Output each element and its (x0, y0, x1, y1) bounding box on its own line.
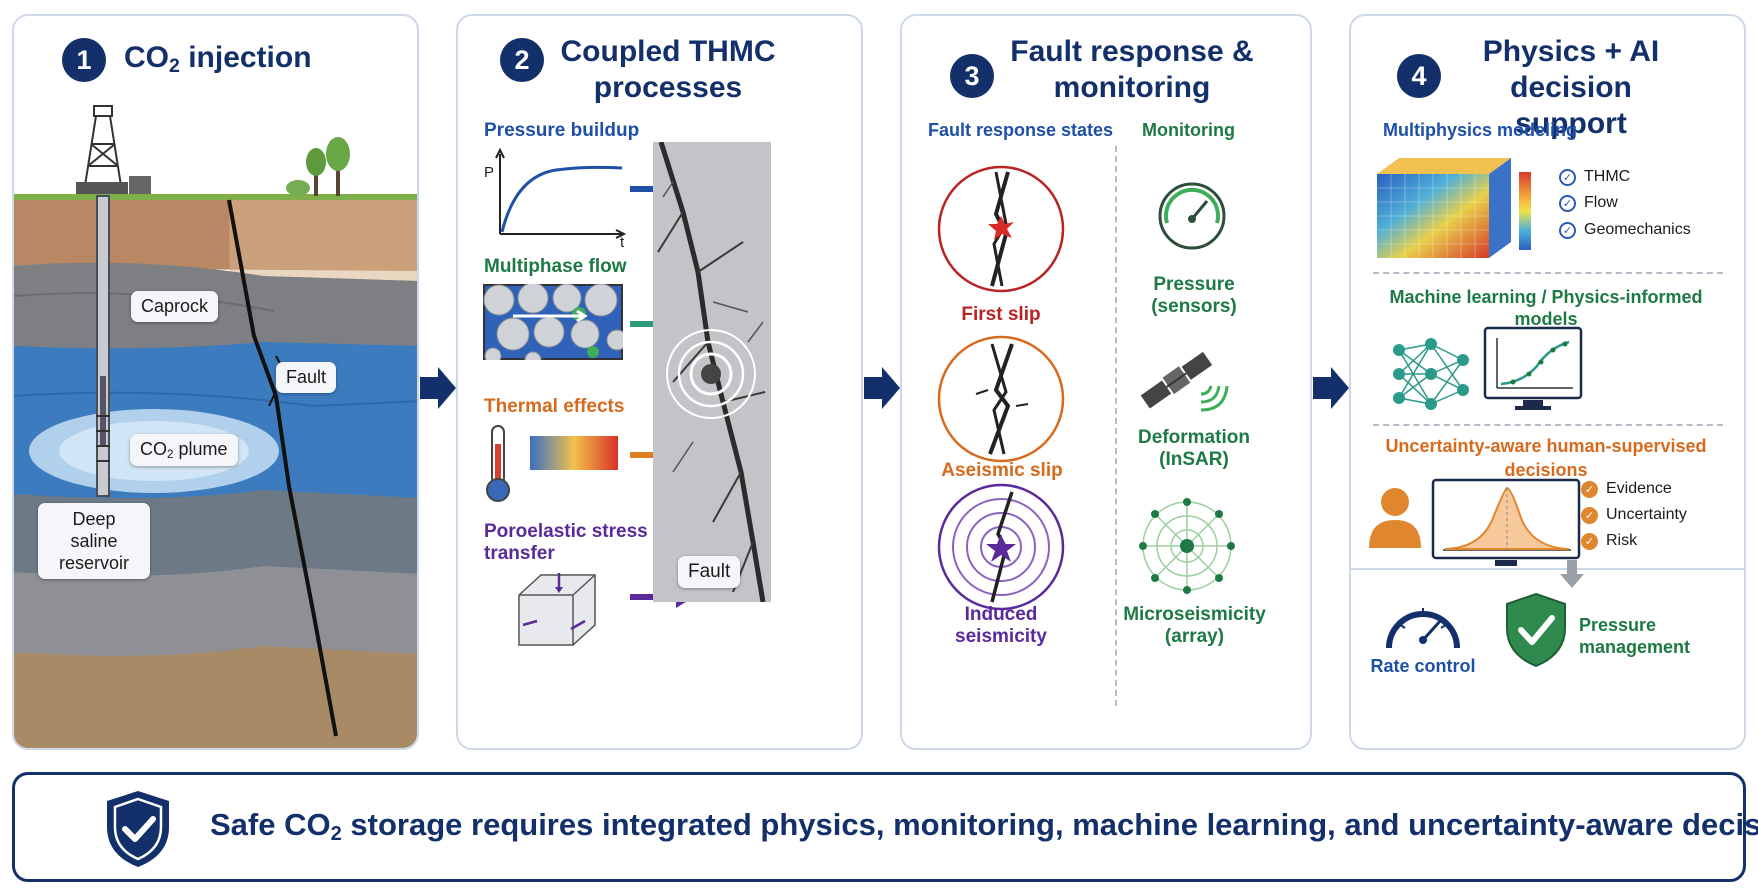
subsurface-cross-section (14, 96, 417, 748)
deformation-label: Deformation (InSAR) (1138, 427, 1250, 470)
check-icon: ✓ (1581, 506, 1598, 524)
panel-title: Fault response & monitoring (1010, 35, 1254, 104)
first-slip-icon (937, 165, 1065, 293)
shield-check-icon (107, 791, 169, 867)
step-number: 2 (500, 38, 544, 82)
aseismic-slip-icon (937, 335, 1065, 463)
multiphysics-label: Multiphysics modeling (1383, 120, 1578, 140)
down-arrow-icon (1560, 560, 1584, 588)
check-uncertainty: ✓Uncertainty (1581, 506, 1687, 524)
fault-states-header: Fault response states (928, 120, 1114, 140)
thermal-effects-label: Thermal effects (484, 396, 625, 417)
uncertainty-label: Uncertainty-aware human-supervised decis… (1385, 436, 1707, 480)
panel-co2-injection: 1 CO2 injection (12, 14, 419, 750)
check-icon: ✓ (1581, 532, 1598, 550)
person-icon (1369, 488, 1421, 548)
banner-text: Safe CO2 storage requires integrated phy… (210, 807, 1758, 846)
monitoring-header: Monitoring (1142, 120, 1235, 140)
aseismic-slip-label: Aseismic slip (941, 460, 1063, 481)
pressure-management-label: Pressure management (1579, 615, 1691, 657)
panel-title: Coupled THMC processes (560, 35, 776, 104)
step-number: 3 (950, 54, 994, 98)
distribution-monitor-icon (1431, 478, 1581, 566)
section-divider (1373, 272, 1723, 274)
panel-thmc-processes: 2 Coupled THMC processes Pressure buildu… (456, 14, 863, 750)
microseismicity-label: Microseismicity (array) (1123, 604, 1266, 647)
fault-image-label: Fault (678, 556, 741, 588)
check-flow: ✓Flow (1559, 194, 1618, 212)
first-slip-label: First slip (961, 304, 1041, 325)
section-divider (1373, 424, 1723, 426)
check-risk: ✓Risk (1581, 532, 1637, 550)
check-icon: ✓ (1559, 221, 1576, 239)
seismic-array-icon (1139, 498, 1235, 594)
check-evidence: ✓Evidence (1581, 480, 1672, 498)
reservoir-label: Deep saline reservoir (38, 503, 150, 579)
pressure-buildup-label: Pressure buildup (484, 120, 640, 141)
pressure-curve-icon (495, 147, 626, 239)
thermometer-icon (486, 425, 510, 502)
flow-arrow-icon (420, 367, 456, 409)
neural-network-icon (1393, 338, 1469, 410)
panel-title: Physics + AI decision support (1482, 35, 1660, 140)
fault-label: Fault (276, 362, 337, 393)
shield-check-icon (1506, 592, 1566, 668)
flow-arrow-icon (864, 367, 900, 409)
induced-seismicity-icon (937, 483, 1065, 611)
check-icon: ✓ (1559, 194, 1576, 212)
section-divider (1351, 568, 1744, 570)
ml-label: Machine learning / Physics-informed mode… (1389, 287, 1703, 329)
panel-fault-response: 3 Fault response & monitoring Fault resp… (900, 14, 1312, 750)
rate-control-label: Rate control (1370, 656, 1476, 676)
pore-flow-icon (483, 284, 623, 360)
check-icon: ✓ (1559, 168, 1576, 186)
step-number: 1 (62, 38, 106, 82)
stress-cube-icon (518, 573, 596, 646)
caprock-label: Caprock (131, 291, 219, 322)
temperature-gradient-icon (530, 436, 618, 470)
flow-arrow-icon (1313, 367, 1349, 409)
poroelastic-label: Poroelastic stress transfer (484, 521, 648, 564)
axis-t-label: t (620, 234, 625, 251)
fault-rock-icon (653, 142, 771, 602)
summary-banner: Safe CO2 storage requires integrated phy… (12, 772, 1758, 882)
step-number: 4 (1397, 54, 1441, 98)
column-divider (1115, 146, 1117, 706)
pressure-gauge-icon (1158, 182, 1226, 250)
monitor-chart-icon (1483, 326, 1583, 410)
satellite-icon (1140, 351, 1229, 412)
rate-gauge-icon (1386, 608, 1460, 649)
induced-seismicity-label: Induced seismicity (955, 604, 1047, 647)
panel-title: CO2 injection (124, 41, 312, 77)
panel-physics-ai: 4 Physics + AI decision support Multiphy… (1349, 14, 1746, 750)
model-grid-icon (1377, 158, 1531, 258)
check-icon: ✓ (1581, 480, 1598, 498)
pressure-sensors-label: Pressure (sensors) (1151, 274, 1237, 317)
check-geomechanics: ✓Geomechanics (1559, 221, 1691, 239)
check-thmc: ✓THMC (1559, 168, 1630, 186)
plume-label: CO2 plume (130, 434, 238, 466)
axis-p-label: P (484, 164, 495, 181)
multiphase-flow-label: Multiphase flow (484, 256, 627, 277)
